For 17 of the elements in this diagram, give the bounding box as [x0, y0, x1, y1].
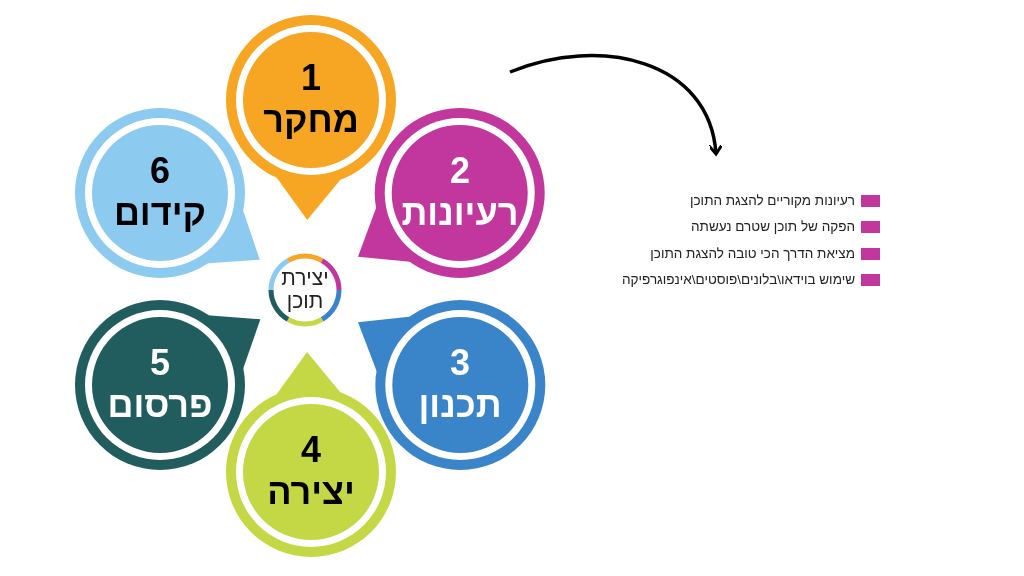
step-title: רעיונות [400, 193, 520, 233]
step-title: יצירה [266, 472, 356, 512]
step-title: פרסום [106, 385, 214, 425]
list-item: שימוש בוידאו\בלונים\פוסטים\אינפוגרפיקה [622, 270, 855, 289]
center-label: יצירת תוכן [280, 266, 330, 312]
step-number: 1 [300, 58, 322, 98]
step-number: 2 [448, 151, 471, 191]
step-title: תכנון [417, 385, 503, 425]
step-title: קידום [112, 193, 208, 233]
list-item: הפקה של תוכן שטרם נעשתה [691, 218, 855, 237]
list-item: רעיונות מקוריים להצגת התוכן [690, 192, 855, 210]
step-number: 5 [149, 343, 171, 383]
step-number: 6 [149, 151, 171, 191]
step-number: 4 [300, 430, 322, 470]
step-number: 3 [448, 343, 471, 383]
list-item: מציאת הדרך הכי טובה להצגת התוכן [650, 244, 855, 263]
step-title: מחקר [262, 100, 360, 140]
